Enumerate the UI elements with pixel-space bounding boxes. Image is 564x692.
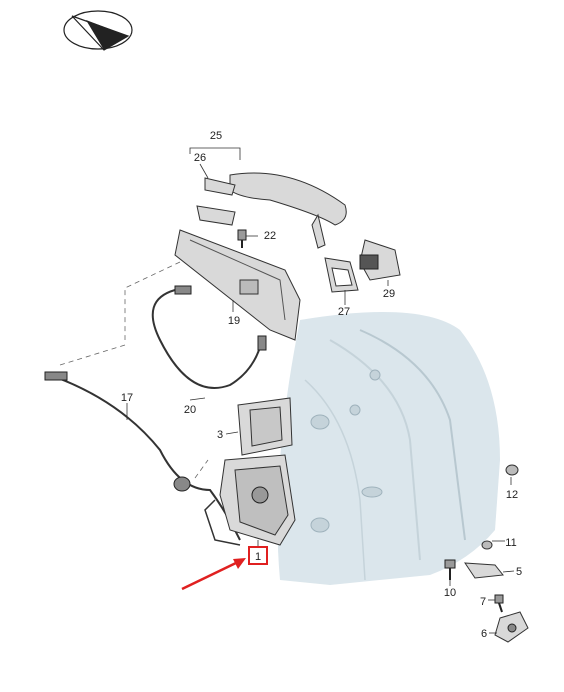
callout-7: 7 [480,596,486,608]
callout-3: 3 [217,429,223,441]
highlighted-part-label: 1 [248,546,268,565]
red-arrow-icon [181,558,246,591]
callout-17: 17 [121,392,133,404]
callouts: 25 26 22 29 27 19 20 17 3 12 11 5 10 7 6 [121,130,522,640]
bracket-5 [464,562,504,579]
callout-5: 5 [516,566,522,578]
callout-22: 22 [264,230,276,242]
plug-12 [505,464,519,476]
callout-6: 6 [481,628,487,640]
handle-carrier [174,229,301,341]
callout-27: 27 [338,306,350,318]
callout-29: 29 [383,288,395,300]
logo-compass-icon [63,10,133,51]
handle-seal [324,257,359,293]
callout-19: 19 [228,315,240,327]
bowden-cable-20 [151,285,267,389]
callout-26: 26 [194,152,206,164]
callout-20: 20 [184,404,196,416]
callout-1: 1 [255,551,261,563]
bowden-cable-17 [44,371,241,541]
door-lock-1 [204,454,296,546]
lock-cylinder-cap [359,239,401,281]
callout-25: 25 [210,130,222,142]
callout-10: 10 [444,587,456,599]
callout-11: 11 [505,537,516,549]
bolt-22 [237,229,247,248]
door-panel [277,312,500,585]
grommet-11 [481,540,493,550]
striker-6 [494,611,529,643]
construction-lines [59,261,209,479]
highlight-box [248,546,268,565]
bolt-7 [494,594,504,613]
handle-trim-cover [196,205,236,226]
lock-cover-3 [237,397,293,456]
bolt-10 [444,559,456,580]
outside-door-handle [204,172,347,249]
callout-12: 12 [506,489,518,501]
